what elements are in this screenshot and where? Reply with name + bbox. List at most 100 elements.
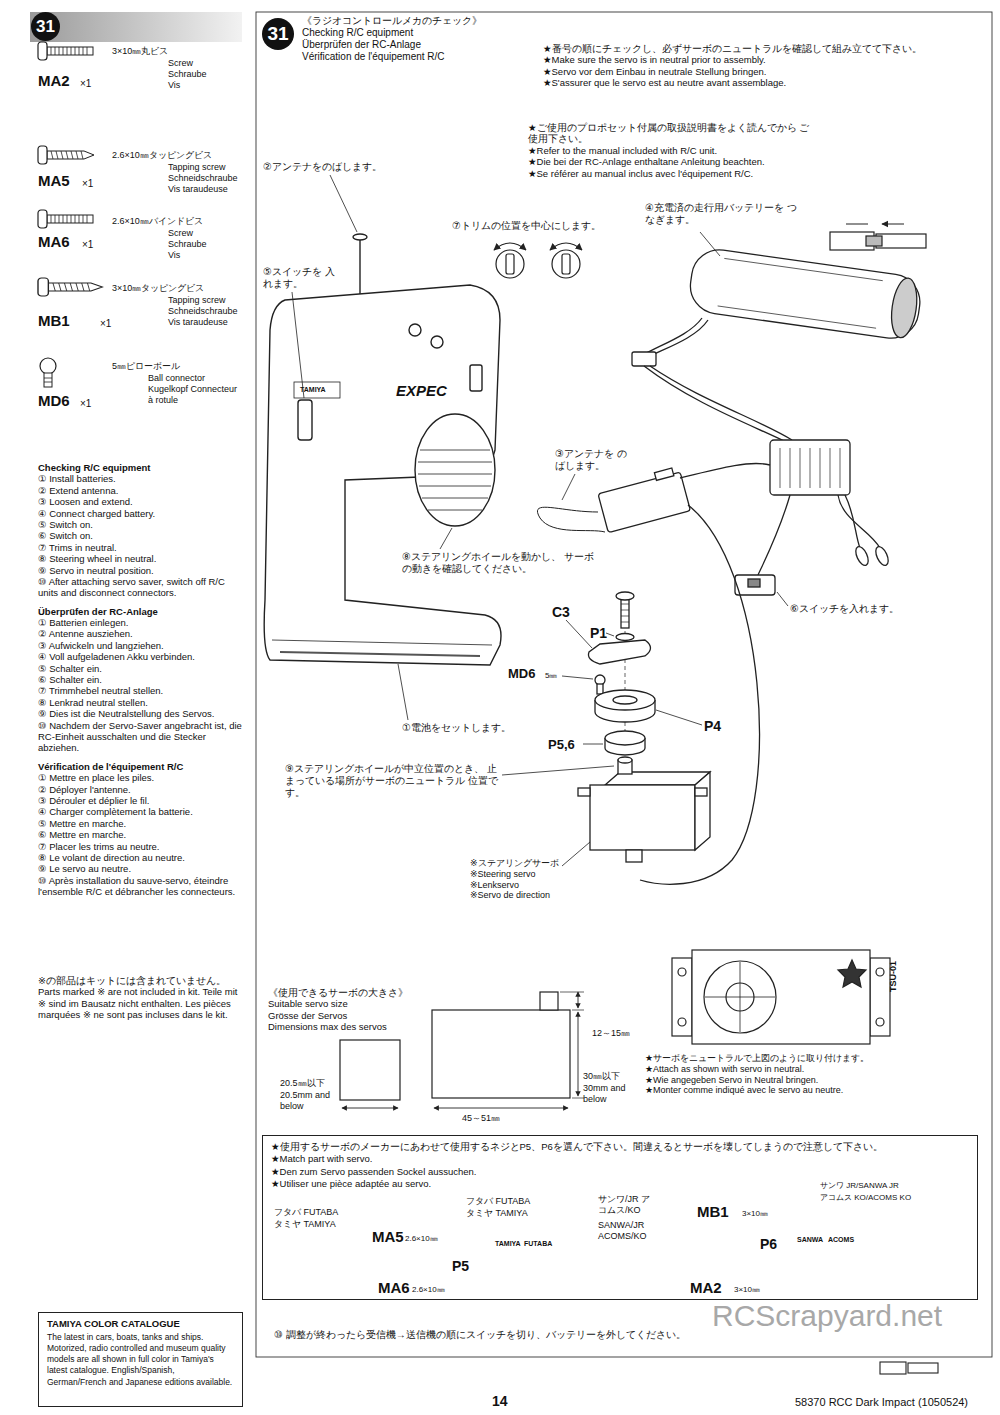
dimension: 12～15㎜ (592, 1028, 630, 1039)
part-code: MD6 (508, 666, 535, 682)
callout-text: ⑧ Le volant de direction au neutre. (38, 852, 243, 863)
callout-text: 2.6×10㎜バインドビス (112, 216, 203, 227)
callout-text: ⑨ Dies ist die Neutralstellung des Servo… (38, 708, 243, 719)
callout-text: ※の部品はキットには含まれていません。 Parts marked ※ are n… (38, 975, 243, 1021)
heading-text: Überprüfen der RC-Anlage (302, 39, 482, 51)
trim-drawing (494, 243, 582, 278)
callout-text: ※Steering servo (470, 869, 536, 880)
callout-text: ×1 (100, 318, 111, 330)
callout-text: 3×10㎜ (734, 1285, 760, 1295)
watermark: RCScrapyard.net (712, 1298, 942, 1334)
callout-text: Screw Schraube Vis (168, 58, 218, 90)
callout-text: Checking R/C equipment (38, 462, 243, 473)
part-code: MA5 (372, 1228, 404, 1246)
catalogue-box: TAMIYA COLOR CATALOGUE The latest in cars… (38, 1312, 243, 1407)
callout-text: ⑤ Schalter ein. (38, 663, 243, 674)
brand-logo: TAMIYA (300, 386, 326, 394)
callout-text: ③ Aufwickeln und langziehen. (38, 640, 243, 651)
step-heading: 《ラジオコントロールメカのチェック》Checking R/C equipment… (302, 15, 482, 63)
callout-text: ⑨ステアリングホイールが中立位置のとき、 止まっている場所がサーボのニュートラル… (285, 763, 500, 799)
part-code: MD6 (38, 392, 70, 410)
callout-text: ★Wie angegeben Servo in Neutral bringen. (645, 1075, 975, 1086)
part-code: C3 (552, 604, 570, 621)
part-code: MA2 (690, 1279, 722, 1297)
callout-text: アコムス KO/ACOMS KO (820, 1193, 911, 1203)
callout-text: ACOMS (828, 1236, 854, 1244)
callout-text: Vérification de l'équipement R/C (38, 761, 243, 772)
step-number-text: 31 (267, 23, 288, 45)
dimension: 20.5mm and below (280, 1090, 340, 1112)
callout-text: ★ご使用のプロポセット付属の取扱説明書をよく読んでから ご使用下さい。 (528, 122, 818, 145)
callout-text: ⑩ 調整が終わったら受信機→送信機の順にスイッチを切り、バッテリーを外してくださ… (274, 1329, 686, 1341)
callout-text: Tapping screw Schneidschraube Vis taraud… (168, 162, 246, 194)
callout-text: ×1 (80, 78, 91, 90)
callout-text: ②アンテナをのばします。 (263, 161, 382, 173)
callout-text: ⑦ Trims in neutral. (38, 542, 243, 553)
callout-text: ⑤ Mettre en marche. (38, 818, 243, 829)
callout-text: TAMIYA (495, 1240, 521, 1248)
callout-text: ⑦ Trimmhebel neutral stellen. (38, 685, 243, 696)
electronics-drawing (537, 232, 923, 884)
part-code: MA2 (38, 72, 70, 90)
part-code: MB1 (697, 1203, 729, 1221)
header-band (30, 12, 242, 42)
part-code: P6 (760, 1236, 777, 1253)
callout-text: ★Servo vor dem Einbau in neutrale Stellu… (543, 66, 988, 77)
brand-logo: EXPEC (396, 382, 447, 400)
callout-text: Überprüfen der RC-Anlage (38, 606, 243, 617)
part-code: P5 (452, 1258, 469, 1275)
callout-text: ※ステアリングサーボ (470, 858, 559, 869)
callout-text: ×1 (82, 178, 93, 190)
callout-text: ① Batterien einlegen. (38, 617, 243, 628)
callout-text: Tapping screw Schneidschraube Vis taraud… (168, 295, 246, 327)
callout-text: 3×10㎜ (742, 1209, 768, 1219)
part-code: MA6 (38, 233, 70, 251)
panel-frame (256, 12, 992, 1357)
callout-text: ④ Charger complètement la batterie. (38, 806, 243, 817)
callout-text: ⑥スイッチを入れます。 (790, 603, 899, 615)
callout-text: 《使用できるサーボの大きさ》 (268, 987, 408, 998)
heading-text: Checking R/C equipment (302, 27, 482, 39)
callout-text: ★Se référer au manual inclus avec l'équi… (528, 168, 818, 179)
callout-text: ② Antenne ausziehen. (38, 628, 243, 639)
dimension: 45～51㎜ (462, 1113, 500, 1124)
dimension: 20.5㎜以下 (280, 1078, 325, 1089)
callout-text: 2.6×10㎜タッピングビス (112, 150, 212, 161)
callout-text: ⑩ After attaching servo saver, switch of… (38, 576, 243, 599)
callout-text: FUTABA (524, 1240, 552, 1248)
callout-text: 5㎜ピローボール (112, 361, 180, 372)
callout-text: ★Monter comme indiqué avec le servo au n… (645, 1085, 975, 1096)
callout-text: 3×10㎜タッピングビス (112, 283, 204, 294)
note-text: The latest in cars, boats, tanks and shi… (47, 1332, 234, 1387)
callout-text: ④ Connect charged battery. (38, 508, 243, 519)
callout-text: ⑨ Servo in neutral position. (38, 565, 243, 576)
callout-text: ①電池をセットします。 (402, 722, 511, 734)
connector-icon (880, 1362, 938, 1374)
callout-text: ⑧ Lenkrad neutral stellen. (38, 697, 243, 708)
callout-text: ⑤ Switch on. (38, 519, 243, 530)
callout-text: ★Make sure the servo is in neutral prior… (543, 54, 988, 65)
model-code: TSU-01 (888, 961, 899, 992)
callout-text: フタバ FUTABA (274, 1207, 338, 1218)
callout-text: ★番号の順にチェックし、必ずサーボのニュートラルを確認して組み立てて下さい。 (543, 43, 988, 54)
page-number: 14 (492, 1393, 508, 1410)
callout-text: ⑥ Schalter ein. (38, 674, 243, 685)
part-code: P1 (590, 625, 607, 642)
callout-text: ③ Loosen and extend. (38, 496, 243, 507)
callout-text: 3×10㎜丸ビス (112, 46, 168, 57)
callout-text: タミヤ TAMIYA (466, 1208, 528, 1219)
callout-text: ⑦トリムの位置を中心にします。 (452, 220, 601, 232)
note-text: TAMIYA COLOR CATALOGUE (47, 1318, 234, 1330)
heading-text: 《ラジオコントロールメカのチェック》 (302, 15, 482, 27)
callout-text: ① Install batteries. (38, 473, 243, 484)
part-code: MA6 (378, 1279, 410, 1297)
callout-text: ⑦ Placer les trims au neutre. (38, 841, 243, 852)
servo-size-drawing (340, 992, 584, 1108)
footer-text: 58370 RCC Dark Impact (1050524) (795, 1396, 968, 1409)
callout-text: Ball connector Kugelkopf Connecteur à ro… (148, 373, 240, 405)
callout-text: Suitable servo size (268, 998, 348, 1009)
callout-text: ① Mettre en place les piles. (38, 772, 243, 783)
callout-text: 2.6×10㎜ (412, 1285, 445, 1295)
callout-text: Dimensions max des servos (268, 1021, 387, 1032)
